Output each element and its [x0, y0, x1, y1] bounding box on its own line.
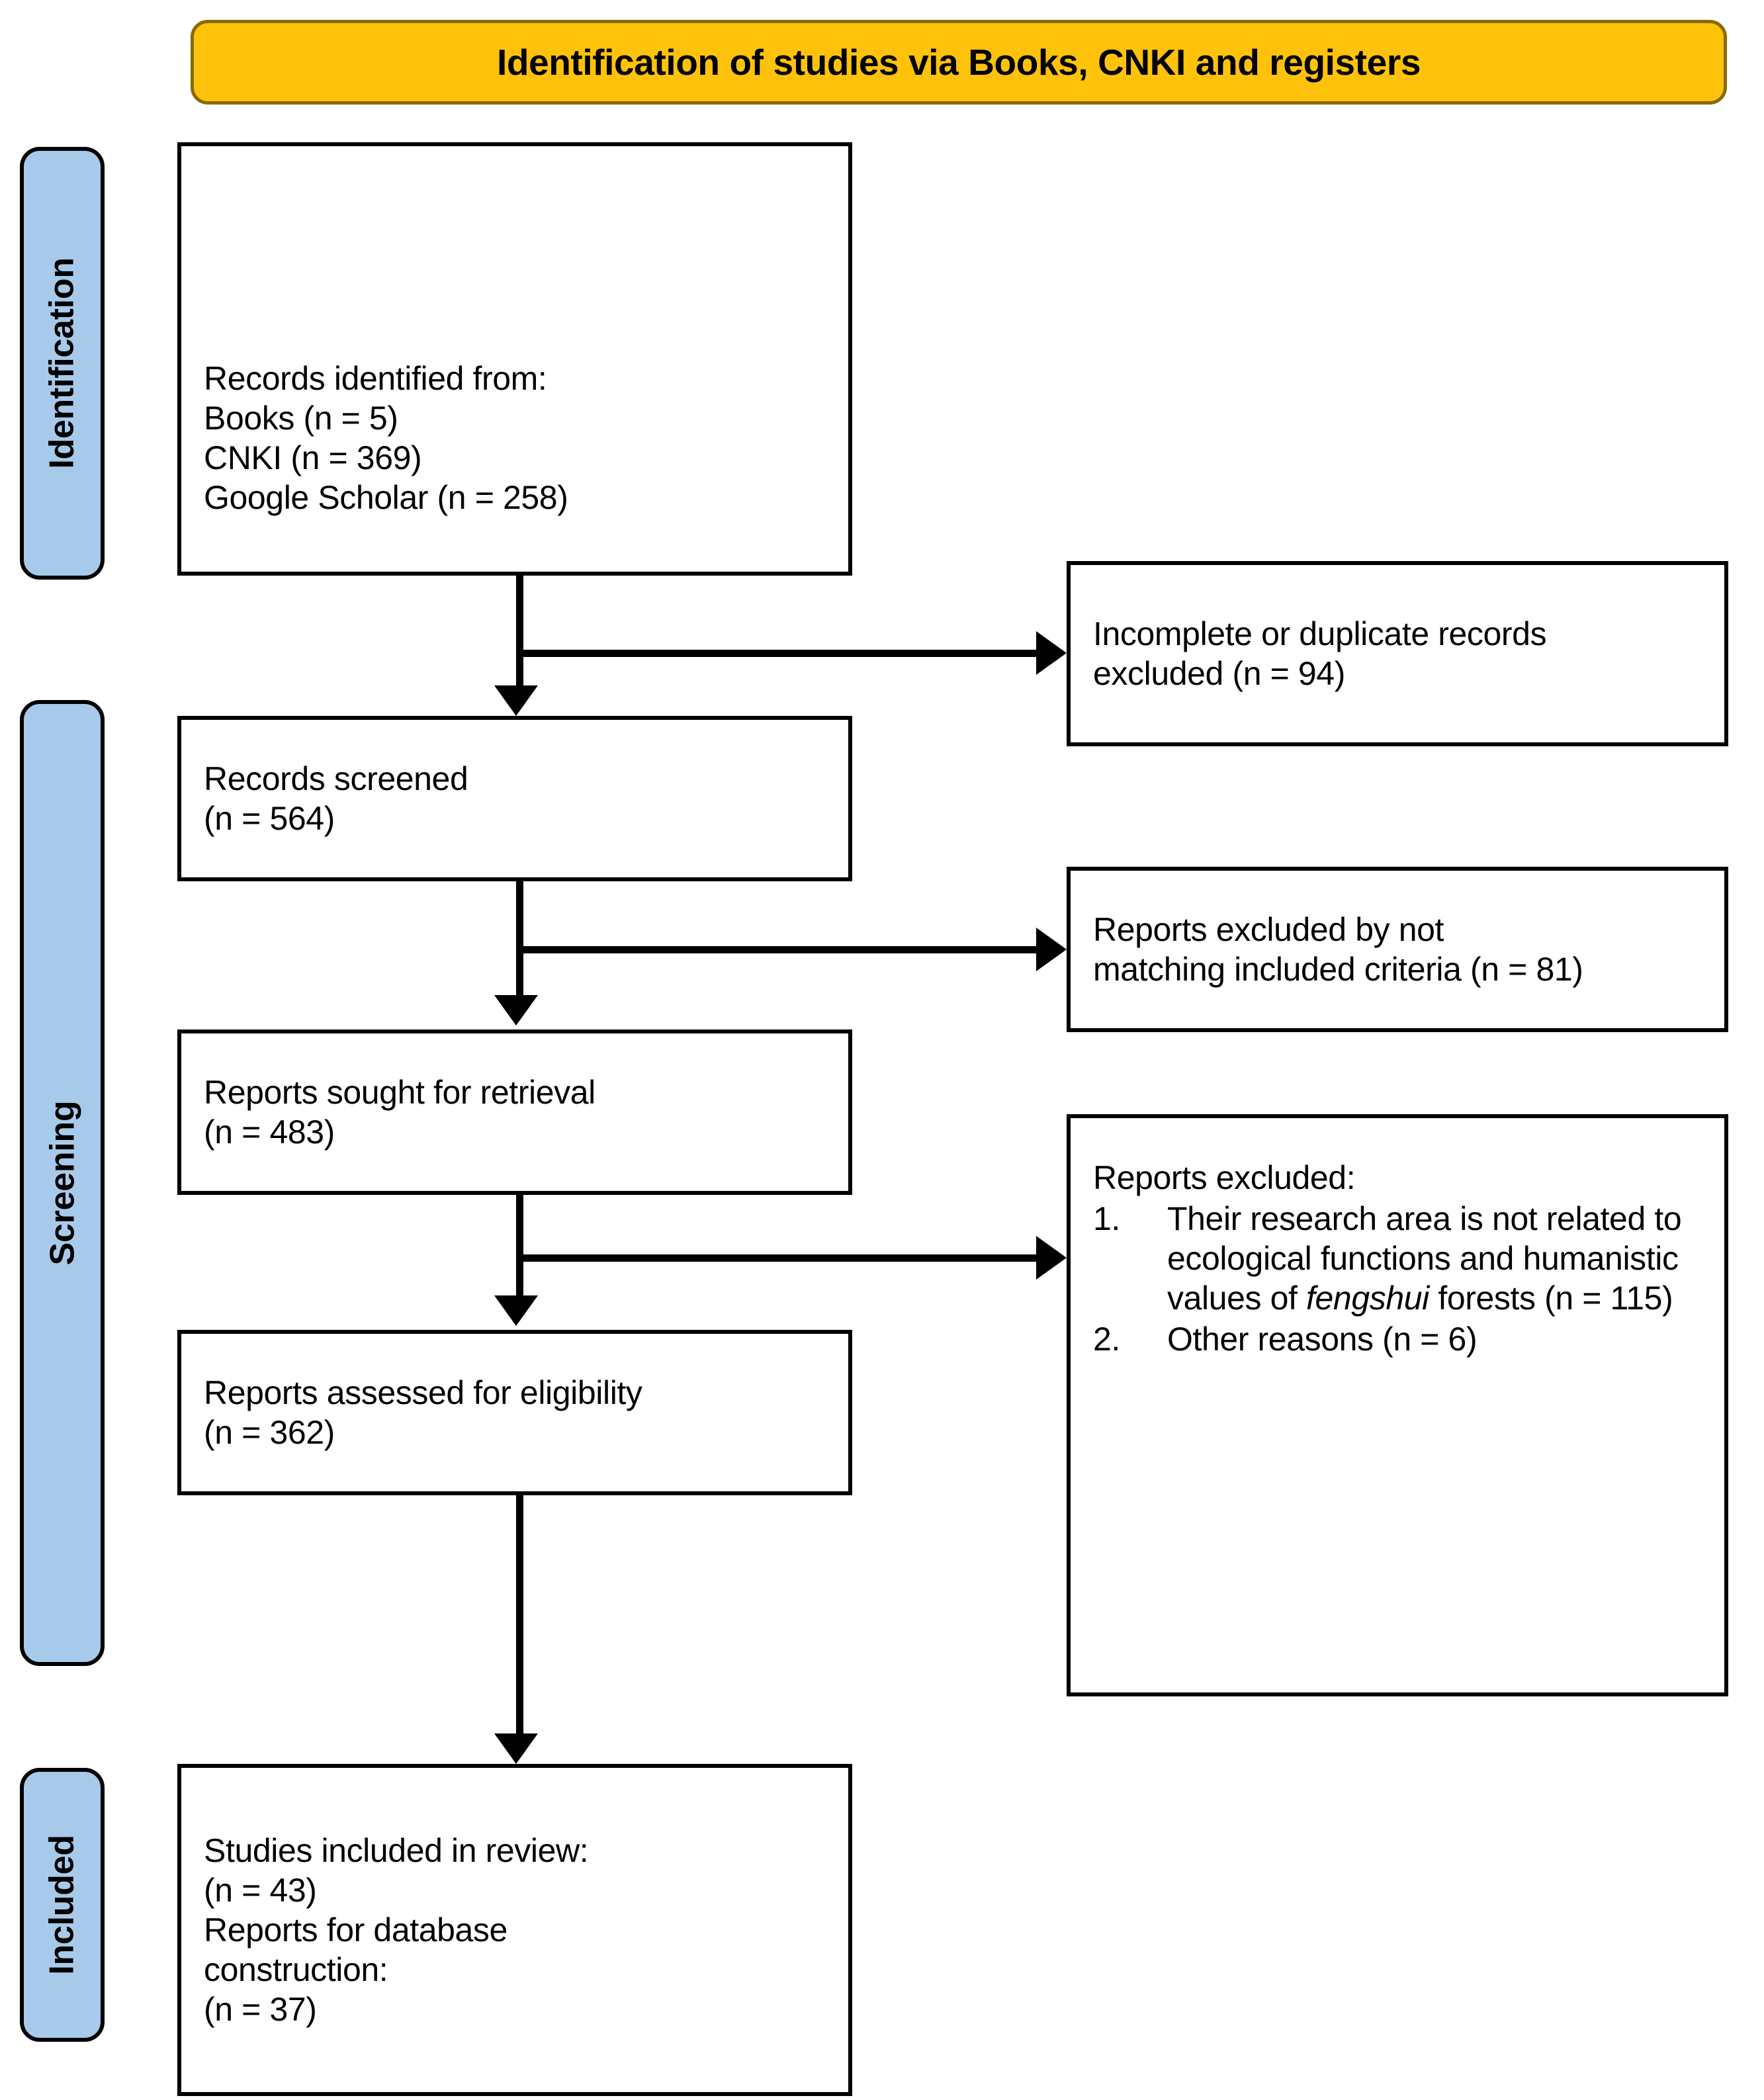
reports-assessed-line-2: (n = 362)	[204, 1414, 335, 1451]
banner-title: Identification of studies via Books, CNK…	[496, 42, 1421, 83]
list-text-before: Other reasons (n = 6)	[1167, 1321, 1477, 1358]
stage-screening-text: Screening	[43, 1100, 81, 1266]
list-text-before: Their research area is not related to ec…	[1167, 1200, 1682, 1317]
records-identified-line-3: CNKI (n = 369)	[204, 439, 422, 476]
studies-included-line-3: Reports for database	[204, 1911, 507, 1948]
arrowhead-right-to-reasons	[1036, 1236, 1067, 1280]
diagram-header-banner: Identification of studies via Books, CNK…	[191, 20, 1727, 105]
records-identified-line-2: Books (n = 5)	[204, 400, 398, 437]
excluded-duplicates-line-2: excluded (n = 94)	[1093, 655, 1345, 692]
studies-included-line-5: (n = 37)	[204, 1991, 317, 2028]
reports-assessed-line-1: Reports assessed for eligibility	[204, 1374, 642, 1411]
list-item: 1. Their research area is not related to …	[1093, 1199, 1702, 1318]
list-marker: 2.	[1093, 1321, 1120, 1358]
connector-sought-to-assessed	[516, 1195, 523, 1295]
box-reports-assessed: Reports assessed for eligibility (n = 36…	[177, 1330, 852, 1495]
box-excluded-duplicates: Incomplete or duplicate records excluded…	[1067, 561, 1728, 746]
box-studies-included: Studies included in review: (n = 43) Rep…	[177, 1764, 852, 2096]
stage-label-included: Included	[20, 1768, 105, 2042]
excluded-reasons-list: 1. Their research area is not related to …	[1093, 1198, 1702, 1359]
arrowhead-down-to-sought	[494, 995, 538, 1026]
list-marker: 1.	[1093, 1200, 1120, 1237]
box-records-identified: Records identified from: Books (n = 5) C…	[177, 142, 852, 576]
excluded-duplicates-line-1: Incomplete or duplicate records	[1093, 615, 1547, 652]
reports-sought-line-1: Reports sought for retrieval	[204, 1074, 595, 1111]
studies-included-line-2: (n = 43)	[204, 1872, 317, 1909]
excluded-criteria-line-1: Reports excluded by not	[1093, 911, 1444, 948]
connector-assessed-to-included	[516, 1495, 523, 1733]
excluded-criteria-line-2: matching included criteria (n = 81)	[1093, 951, 1583, 988]
studies-included-line-4: construction:	[204, 1951, 388, 1988]
connector-screened-branch-to-duplicates	[516, 650, 1036, 657]
records-screened-line-1: Records screened	[204, 760, 468, 797]
box-excluded-criteria: Reports excluded by not matching include…	[1067, 867, 1728, 1032]
records-screened-line-2: (n = 564)	[204, 800, 335, 837]
stage-included-text: Included	[43, 1835, 82, 1975]
records-identified-line-1: Records identified from:	[204, 360, 547, 397]
connector-assessed-branch-to-reasons	[516, 1254, 1036, 1262]
stage-label-screening: Screening	[20, 700, 105, 1666]
excluded-reasons-heading: Reports excluded:	[1093, 1159, 1356, 1196]
connector-sought-branch-to-criteria	[516, 946, 1036, 953]
records-identified-line-4: Google Scholar (n = 258)	[204, 479, 568, 516]
list-text-after: forests (n = 115)	[1429, 1280, 1673, 1317]
box-excluded-reasons: Reports excluded: 1. Their research area …	[1067, 1114, 1728, 1696]
studies-included-line-1: Studies included in review:	[204, 1832, 589, 1869]
connector-identified-to-screened	[516, 576, 523, 688]
arrowhead-down-to-screened	[494, 685, 538, 716]
connector-screened-to-sought	[516, 881, 523, 995]
box-records-screened: Records screened (n = 564)	[177, 716, 852, 881]
list-item: 2. Other reasons (n = 6)	[1093, 1319, 1702, 1359]
stage-identification-text: Identification	[43, 257, 82, 469]
reports-sought-line-2: (n = 483)	[204, 1114, 335, 1151]
arrowhead-down-to-assessed	[494, 1295, 538, 1326]
arrowhead-down-to-included	[494, 1733, 538, 1764]
box-reports-sought: Reports sought for retrieval (n = 483)	[177, 1029, 852, 1195]
arrowhead-right-to-duplicates	[1036, 631, 1067, 675]
arrowhead-right-to-criteria	[1036, 928, 1067, 971]
stage-label-identification: Identification	[20, 147, 105, 580]
list-text-italic: fengshui	[1306, 1280, 1429, 1317]
